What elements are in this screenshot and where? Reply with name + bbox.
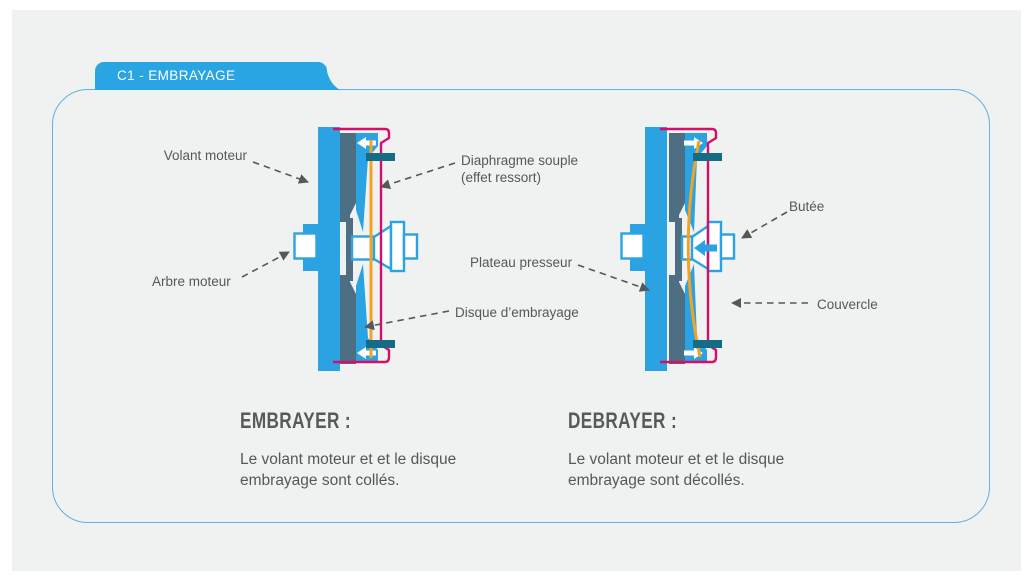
label-diaphragme-line1: Diaphragme souple: [461, 153, 579, 168]
label-arbre-moteur: Arbre moteur: [152, 274, 231, 289]
label-butee: Butée: [789, 199, 825, 214]
debrayer-text: Le volant moteur et et le disque embraya…: [568, 449, 784, 491]
debrayer-text-line1: Le volant moteur et et le disque: [568, 451, 785, 468]
embrayer-text-line1: Le volant moteur et et le disque: [240, 451, 457, 468]
label-couvercle: Couvercle: [817, 297, 878, 312]
slide-background: [12, 10, 1021, 571]
label-diaphragme-line2: (effet ressort): [461, 170, 542, 185]
content-frame: [52, 89, 990, 523]
label-disque-embrayage: Disque d’embrayage: [455, 305, 579, 320]
embrayer-title: EMBRAYER :: [240, 408, 352, 433]
embrayer-text-line2: embrayage sont collés.: [240, 472, 400, 489]
label-diaphragme: Diaphragme souple (effet ressort): [461, 152, 578, 186]
title-tab: C1 - EMBRAYAGE: [95, 62, 340, 90]
label-volant-moteur: Volant moteur: [163, 148, 247, 163]
debrayer-text-line2: embrayage sont décollés.: [568, 472, 745, 489]
embrayer-text: Le volant moteur et et le disque embraya…: [240, 449, 456, 491]
debrayer-title: DEBRAYER :: [568, 408, 678, 433]
title-tab-label: C1 - EMBRAYAGE: [117, 68, 236, 83]
tab-flare-shape: [326, 64, 340, 90]
label-plateau-presseur: Plateau presseur: [470, 255, 573, 270]
